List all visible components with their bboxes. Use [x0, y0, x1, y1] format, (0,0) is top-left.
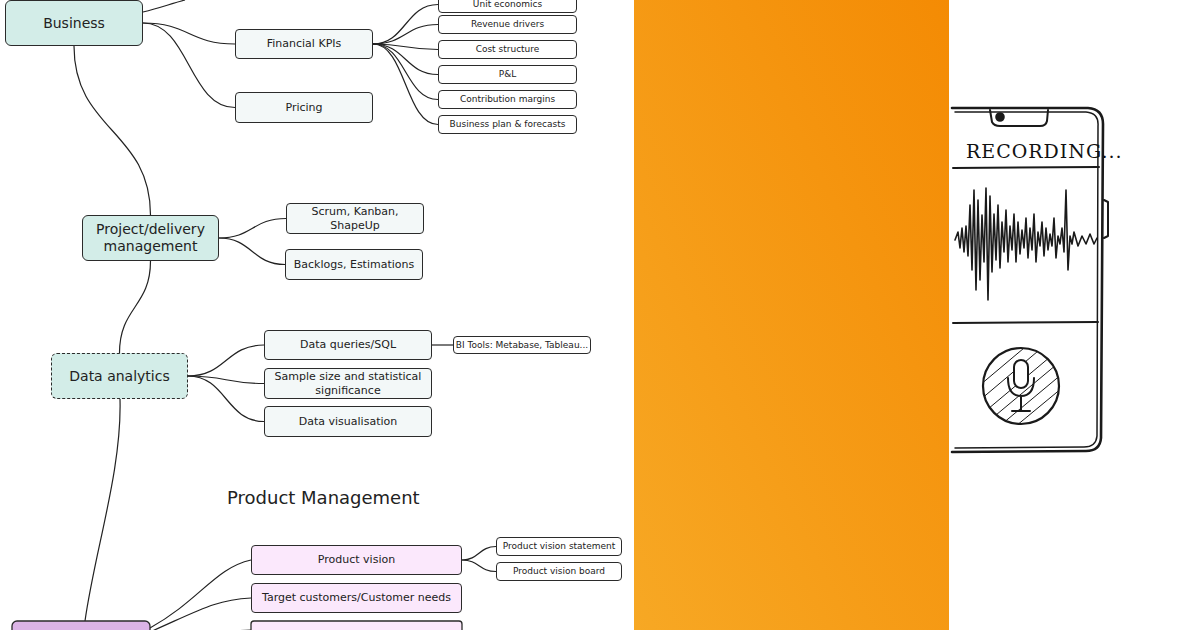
subtopic-box: Product vision board: [496, 562, 622, 581]
node-text: Unit economics: [473, 0, 542, 10]
phone-camera: [997, 114, 1004, 121]
node-text: Contribution margins: [460, 94, 555, 105]
branch-connector: [219, 219, 286, 239]
node-text: Business plan & forecasts: [450, 119, 566, 130]
branch-connector: [462, 547, 496, 561]
node-text: Data queries/SQL: [300, 338, 396, 351]
subtopic-box: P&L: [438, 65, 577, 84]
screen-divider: [953, 167, 1099, 168]
subtopic-box: Scrum, Kanban, ShapeUp: [286, 203, 424, 234]
topic-box: Project/delivery management: [82, 215, 219, 261]
phone-frame-inner: [955, 112, 1098, 448]
branch-line: [150, 560, 251, 628]
sound-waveform: [955, 188, 1097, 300]
topic-box: Business: [5, 0, 143, 46]
node-text: Cost structure: [476, 44, 540, 55]
branch-connector: [432, 345, 453, 346]
topic-box: Data analytics: [51, 353, 188, 399]
subtopic-box: Contribution margins: [438, 90, 577, 109]
node-text: Financial KPIs: [267, 37, 342, 50]
node-text: BI Tools: Metabase, Tableau...: [456, 340, 588, 351]
branch-connector: [373, 5, 438, 45]
subtopic-box: BI Tools: Metabase, Tableau...: [453, 336, 591, 354]
node-text: Revenue drivers: [471, 19, 544, 30]
branch-line: [143, 0, 185, 12]
node-text: Product vision: [318, 553, 395, 566]
phone-button: [1104, 200, 1108, 238]
node-text: Pricing: [285, 101, 322, 114]
section-heading: Product Management: [227, 487, 420, 508]
subtopic-box: Unit economics: [438, 0, 577, 13]
node-text: Sample size and statistical significance: [265, 370, 431, 396]
branch-connector: [188, 376, 264, 422]
mic-icon: [1014, 360, 1028, 388]
node-text: Business: [43, 15, 105, 32]
branch-connector: [373, 44, 438, 75]
subtopic-box: Sample size and statistical significance: [264, 368, 432, 399]
node-text: Project/delivery management: [83, 221, 218, 255]
branch-connector: [373, 25, 438, 45]
phone-notch: [990, 110, 1048, 126]
mic-hatching: [980, 340, 1062, 428]
node-text: P&L: [499, 69, 516, 80]
subtopic-box: Data queries/SQL: [264, 330, 432, 360]
subtopic-box: Pricing: [235, 92, 373, 123]
branch-connector: [219, 238, 285, 265]
mic-stand: [1008, 378, 1034, 411]
branch-connector: [74, 46, 151, 215]
subtopic-box: Data visualisation: [264, 406, 432, 437]
subtopic-box: Product vision: [251, 545, 462, 575]
branch-connector: [143, 23, 235, 108]
subtopic-box: Revenue drivers: [438, 15, 577, 34]
branch-connector: [373, 44, 438, 125]
subtopic-box: Business plan & forecasts: [438, 115, 577, 134]
node-text: Backlogs, Estimations: [294, 258, 415, 271]
branch-connector: [373, 44, 438, 100]
branch-line: [85, 399, 120, 621]
node-text: Data visualisation: [299, 415, 397, 428]
node-text: Target customers/Customer needs: [262, 591, 451, 604]
subtopic-box: Cost structure: [438, 40, 577, 59]
node-text: Data analytics: [69, 368, 169, 385]
orange-panel: [634, 0, 949, 630]
branch-connector: [120, 261, 151, 353]
branch-line: [150, 598, 251, 630]
cropped-box: [251, 621, 462, 630]
subtopic-box: Backlogs, Estimations: [285, 249, 423, 280]
subtopic-box: Target customers/Customer needs: [251, 583, 462, 613]
branch-connector: [462, 560, 496, 572]
screen-divider: [953, 322, 1098, 323]
subtopic-box: Financial KPIs: [235, 29, 373, 59]
branch-connector: [188, 345, 264, 376]
subtopic-box: Product vision statement: [496, 537, 622, 556]
node-text: Product vision statement: [503, 541, 615, 552]
node-text: Scrum, Kanban, ShapeUp: [287, 205, 423, 231]
node-text: Product vision board: [513, 566, 605, 577]
screen-caption: RECORDING...: [966, 140, 1123, 162]
cropped-box: [12, 621, 150, 630]
